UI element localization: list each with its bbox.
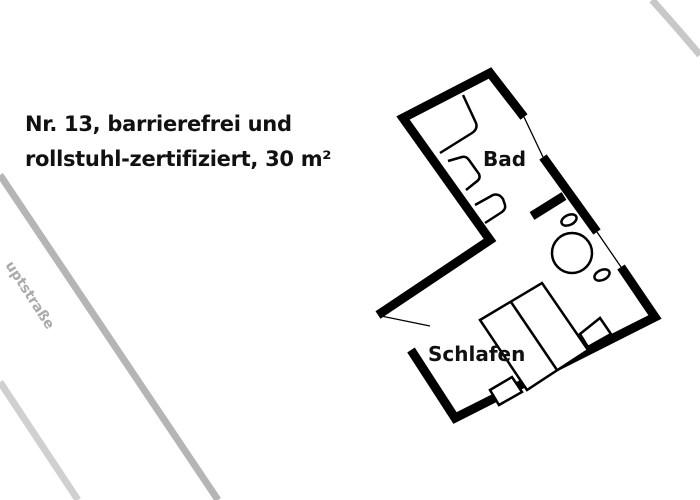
wall-outer-upper xyxy=(375,67,528,319)
room-label-bedroom: Schlafen xyxy=(428,342,525,366)
sink xyxy=(474,193,507,225)
round-table xyxy=(550,231,594,275)
openings xyxy=(380,116,622,327)
road-edge xyxy=(0,173,221,500)
shower xyxy=(439,94,478,155)
wall-outer-right xyxy=(539,154,601,235)
road-curve xyxy=(649,0,700,58)
bedroom-furniture xyxy=(478,281,613,407)
window xyxy=(596,231,622,268)
bath-fixtures xyxy=(439,94,611,282)
bed-divider xyxy=(509,301,559,371)
room-label-bath: Bad xyxy=(483,147,526,171)
small-round-stool xyxy=(593,268,611,282)
wall-inner-stub xyxy=(529,192,567,220)
road-edge-light xyxy=(0,380,81,500)
small-round-table xyxy=(560,213,578,227)
street-name: uptstraße xyxy=(2,258,58,332)
window xyxy=(523,116,544,158)
door xyxy=(380,315,431,327)
nightstand xyxy=(488,375,524,407)
toilet xyxy=(447,155,481,191)
title-line-2: rollstuhl-zertifiziert, 30 m² xyxy=(25,147,332,171)
apartment-title: Nr. 13, barrierefrei und rollstuhl-zerti… xyxy=(25,107,332,177)
title-line-1: Nr. 13, barrierefrei und xyxy=(25,112,292,136)
nightstand xyxy=(578,316,613,349)
